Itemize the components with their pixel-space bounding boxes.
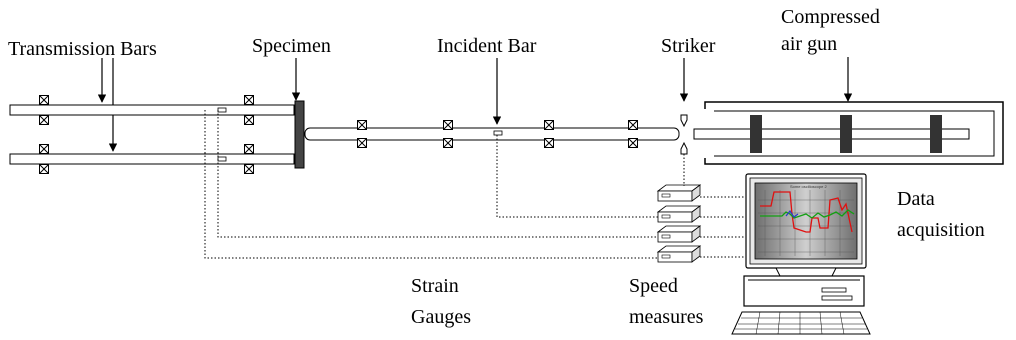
transmission-bar-upper <box>9 104 295 116</box>
label-specimen: Specimen <box>252 35 331 57</box>
speed-sensor-bottom-icon <box>680 141 688 155</box>
label-data: Data <box>897 188 935 210</box>
specimen-plate <box>294 100 305 169</box>
incident-bar <box>304 127 680 141</box>
label-measures: measures <box>629 306 704 328</box>
label-compressed: Compressed <box>781 6 880 28</box>
strain-gauge-icon <box>217 107 227 113</box>
bearing-icon <box>39 115 49 125</box>
monitor-screen <box>754 182 858 260</box>
air-gun-block <box>750 115 762 153</box>
bearing-icon <box>244 115 254 125</box>
air-gun-block <box>840 115 852 153</box>
bearing-icon <box>244 144 254 154</box>
striker-bar <box>693 128 970 140</box>
signal-trace-green <box>760 209 855 219</box>
bearing-icon <box>39 95 49 105</box>
label-air-gun: air gun <box>781 33 837 55</box>
bearing-icon <box>443 120 453 130</box>
speed-sensor-top-icon <box>680 114 688 128</box>
bearing-icon <box>357 138 367 148</box>
bearing-icon <box>544 120 554 130</box>
bearing-icon <box>39 144 49 154</box>
bearing-icon <box>244 164 254 174</box>
speed-measure-devices <box>656 184 702 263</box>
wire-incident-gauge <box>496 135 658 218</box>
keyboard-icon <box>731 311 871 335</box>
bearing-icon <box>39 164 49 174</box>
label-strain: Strain <box>411 275 459 297</box>
label-speed: Speed <box>629 275 678 297</box>
label-acquisition: acquisition <box>897 219 985 241</box>
bearing-icon <box>443 138 453 148</box>
signal-trace-blue <box>785 209 799 218</box>
strain-gauge-icon <box>217 156 227 162</box>
air-gun-block <box>930 115 942 153</box>
bearing-icon <box>244 95 254 105</box>
bearing-icon <box>628 138 638 148</box>
bearing-icon <box>628 120 638 130</box>
transmission-bar-lower <box>9 153 295 165</box>
label-transmission-bars: Transmission Bars <box>8 38 157 60</box>
monitor-title: Some oscilloscope 2 <box>790 184 827 189</box>
computer-icon: Some oscilloscope 2 <box>731 173 871 335</box>
wire-transmission-lower <box>204 110 658 259</box>
bearing-icon <box>357 120 367 130</box>
strain-gauge-icon <box>493 130 503 136</box>
label-incident-bar: Incident Bar <box>437 35 537 57</box>
wire-transmission-upper <box>217 110 658 238</box>
label-striker: Striker <box>661 35 716 57</box>
label-gauges: Gauges <box>411 306 471 328</box>
bearing-icon <box>544 138 554 148</box>
